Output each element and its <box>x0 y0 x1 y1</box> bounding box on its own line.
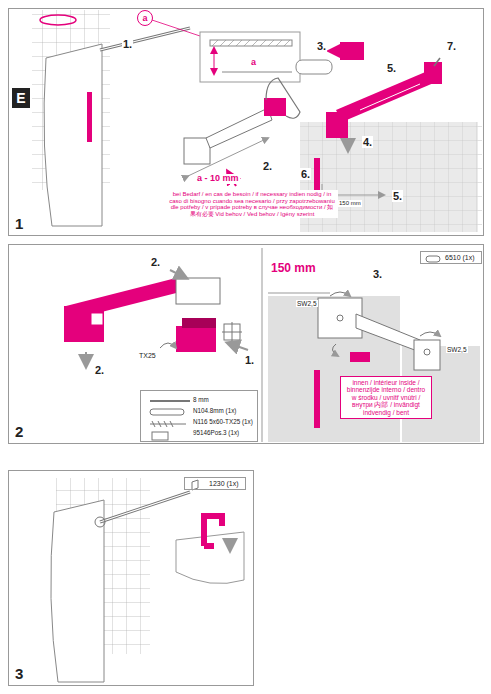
node-text: 2 <box>15 423 23 440</box>
callout-label: 2. <box>262 160 273 172</box>
section-tag: E <box>12 88 30 108</box>
detail-callout: a <box>137 10 153 26</box>
parts-list: 8 mmN104.8mm (1x)N116 5x60-TX25 (1x)9514… <box>140 390 258 442</box>
panel: 3 1230 (1x) <box>8 470 254 686</box>
node-text: 3 <box>15 665 23 682</box>
note-box: bei Bedarf / en cas de besoin / if neces… <box>166 190 338 218</box>
panel-1-art <box>32 10 482 232</box>
callout-label: 5. <box>392 190 403 202</box>
node-text: 95146Pos.3 (1x) <box>193 427 254 438</box>
callout-label: 1. <box>244 354 255 366</box>
callout-label: 6. <box>300 168 311 180</box>
node-text: N104.8mm (1x) <box>193 405 254 416</box>
node-text: a <box>142 13 147 23</box>
panel-2-art <box>64 248 480 442</box>
callout-label: 1. <box>122 38 133 50</box>
node-text: 1 <box>15 215 23 232</box>
panel: 1 Ea bei Bedarf / en cas de besoin / if ne… <box>8 8 484 236</box>
callout-label: 2. <box>94 364 105 376</box>
node-text: bei Bedarf / en cas de besoin / if neces… <box>168 191 336 217</box>
callout-label: 2. <box>150 256 161 268</box>
node-text: 8 mm <box>193 394 254 405</box>
callout-label: 3. <box>316 40 327 52</box>
node-text: 6510 (1x) <box>445 254 478 261</box>
callout-label: 5. <box>386 62 397 74</box>
note-box: innen / intérieur inside / binnenzijde i… <box>340 376 432 419</box>
parts-count: 6510 (1x) <box>420 251 482 264</box>
callout-label: 150 mm <box>338 200 362 207</box>
panel: 2 8 mmN104.8mm (1x)N116 5x60-TX25 (1x)951… <box>8 244 484 444</box>
callout-label: 4. <box>362 136 373 148</box>
callout-label: a <box>250 58 257 68</box>
callout-label: SW2,5 <box>446 346 468 353</box>
node-text: innen / intérieur inside / binnenzijde i… <box>344 379 428 416</box>
callout-label: TX25 <box>138 352 157 360</box>
callout-label: a - 10 mm <box>196 174 240 184</box>
callout-label: 3. <box>372 268 383 280</box>
callout-label: SW2,5 <box>296 300 318 307</box>
parts-count: 1230 (1x) <box>184 477 246 490</box>
panel-3-art <box>51 478 244 682</box>
node-text: N116 5x60-TX25 (1x) <box>193 416 254 427</box>
callout-label: 7. <box>446 40 457 52</box>
node-text: 1230 (1x) <box>209 480 242 487</box>
node-text: E <box>16 90 25 106</box>
callout-label: 150 mm <box>270 262 317 275</box>
